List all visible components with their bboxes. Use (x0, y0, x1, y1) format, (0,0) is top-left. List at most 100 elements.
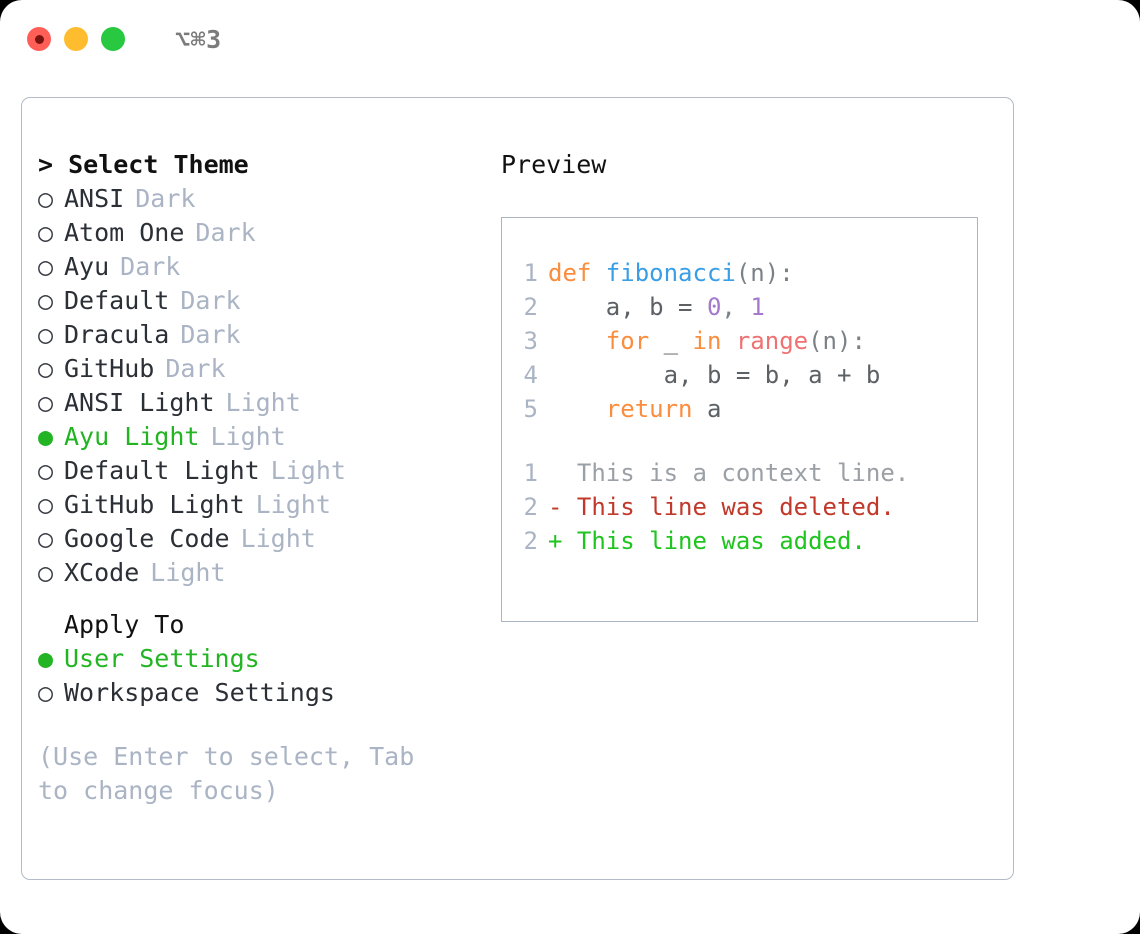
diff-text: This is a context line. (548, 459, 910, 487)
theme-option-label: Default (64, 286, 170, 315)
theme-variant-tag: Light (150, 558, 226, 587)
close-icon (34, 34, 44, 44)
token-punc: (n): (735, 259, 794, 287)
theme-option-label: Ayu (64, 252, 110, 281)
theme-option-label: Default Light (64, 456, 260, 485)
apply-to-option-workspace-settings[interactable]: ○ Workspace Settings (38, 676, 478, 710)
token-fn: fibonacci (605, 259, 736, 287)
theme-option-label: ANSI (64, 184, 125, 213)
token-punc: (n): (808, 327, 866, 355)
token-num: 0 (706, 293, 722, 321)
code-line: 5 return a (502, 392, 977, 426)
apply-to-heading: Apply To (64, 610, 185, 639)
theme-option-google-code[interactable]: ○ Google Code Light (38, 522, 478, 556)
apply-to-option-label: Workspace Settings (64, 678, 335, 707)
title-bar: ⌥⌘3 (0, 0, 1140, 78)
line-number: 1 (523, 259, 538, 287)
code-text: def fibonacci(n): (548, 256, 794, 290)
diff-line-add: 2 + This line was added. (502, 524, 977, 558)
select-theme-heading: > Select Theme (38, 150, 249, 179)
keyboard-hint-text: (Use Enter to select, Tab to change focu… (38, 742, 430, 805)
code-text: return a (548, 392, 722, 426)
theme-option-atom-one[interactable]: ○ Atom One Dark (38, 216, 478, 250)
token-builtin: range (735, 327, 809, 355)
preview-heading: Preview (501, 150, 607, 179)
theme-option-label: Ayu Light (64, 422, 200, 451)
token-var: a, b = (548, 293, 707, 321)
maximize-window-button[interactable] (101, 27, 125, 51)
theme-option-github[interactable]: ○ GitHub Dark (38, 352, 478, 386)
theme-option-label: GitHub (64, 354, 155, 383)
diff-text: + This line was added. (548, 527, 866, 555)
apply-to-option-label: User Settings (64, 644, 260, 673)
token-kw: in (692, 327, 736, 355)
minimize-window-button[interactable] (64, 27, 88, 51)
code-line: 3 for _ in range(n): (502, 324, 977, 358)
apply-to-option-user-settings[interactable]: ● User Settings (38, 642, 478, 676)
radio-selected-icon: ● (38, 644, 54, 673)
theme-variant-tag: Light (225, 388, 301, 417)
code-line: 1 def fibonacci(n): (502, 256, 977, 290)
radio-unselected-icon: ○ (38, 490, 54, 519)
diff-sample: 1 This is a context line.2- This line wa… (502, 456, 977, 558)
theme-option-ansi[interactable]: ○ ANSI Dark (38, 182, 478, 216)
line-number: 4 (523, 361, 538, 389)
line-number: 5 (523, 395, 538, 423)
theme-variant-tag: Dark (135, 184, 196, 213)
code-line: 4 a, b = b, a + b (502, 358, 977, 392)
theme-option-label: Google Code (64, 524, 230, 553)
diff-line-ctx: 1 This is a context line. (502, 456, 977, 490)
theme-option-label: Dracula (64, 320, 170, 349)
apply-to-option-list: ● User Settings ○ Workspace Settings (38, 642, 478, 710)
radio-unselected-icon: ○ (38, 218, 54, 247)
token-var: _ (663, 327, 693, 355)
line-number: 3 (523, 327, 538, 355)
token-num: 1 (750, 293, 765, 321)
line-number: 2 (523, 293, 538, 321)
radio-unselected-icon: ○ (38, 388, 54, 417)
radio-unselected-icon: ○ (38, 354, 54, 383)
token-kw: return (548, 395, 707, 423)
code-text: a, b = b, a + b (548, 358, 881, 392)
radio-unselected-icon: ○ (38, 558, 54, 587)
line-number: 2 (523, 527, 538, 555)
diff-line-del: 2- This line was deleted. (502, 490, 977, 524)
theme-variant-tag: Dark (195, 218, 256, 247)
radio-unselected-icon: ○ (38, 678, 54, 707)
radio-unselected-icon: ○ (38, 286, 54, 315)
theme-option-label: Atom One (64, 218, 185, 247)
radio-unselected-icon: ○ (38, 524, 54, 553)
token-kw: def (548, 259, 606, 287)
theme-variant-tag: Light (270, 456, 346, 485)
code-text: for _ in range(n): (548, 324, 866, 358)
line-number: 2 (523, 493, 538, 521)
theme-variant-tag: Light (240, 524, 316, 553)
theme-option-default[interactable]: ○ Default Dark (38, 284, 478, 318)
theme-option-github-light[interactable]: ○ GitHub Light Light (38, 488, 478, 522)
code-text: a, b = 0, 1 (548, 290, 765, 324)
theme-option-default-light[interactable]: ○ Default Light Light (38, 454, 478, 488)
radio-unselected-icon: ○ (38, 184, 54, 213)
theme-variant-tag: Light (210, 422, 286, 451)
keyboard-shortcut-label: ⌥⌘3 (175, 24, 222, 54)
theme-variant-tag: Light (255, 490, 331, 519)
theme-option-label: GitHub Light (64, 490, 245, 519)
radio-unselected-icon: ○ (38, 456, 54, 485)
theme-variant-tag: Dark (180, 286, 241, 315)
traffic-lights (27, 27, 125, 51)
theme-variant-tag: Dark (120, 252, 181, 281)
theme-variant-tag: Dark (180, 320, 241, 349)
token-var: a (706, 395, 722, 423)
theme-variant-tag: Dark (165, 354, 226, 383)
close-window-button[interactable] (27, 27, 51, 51)
